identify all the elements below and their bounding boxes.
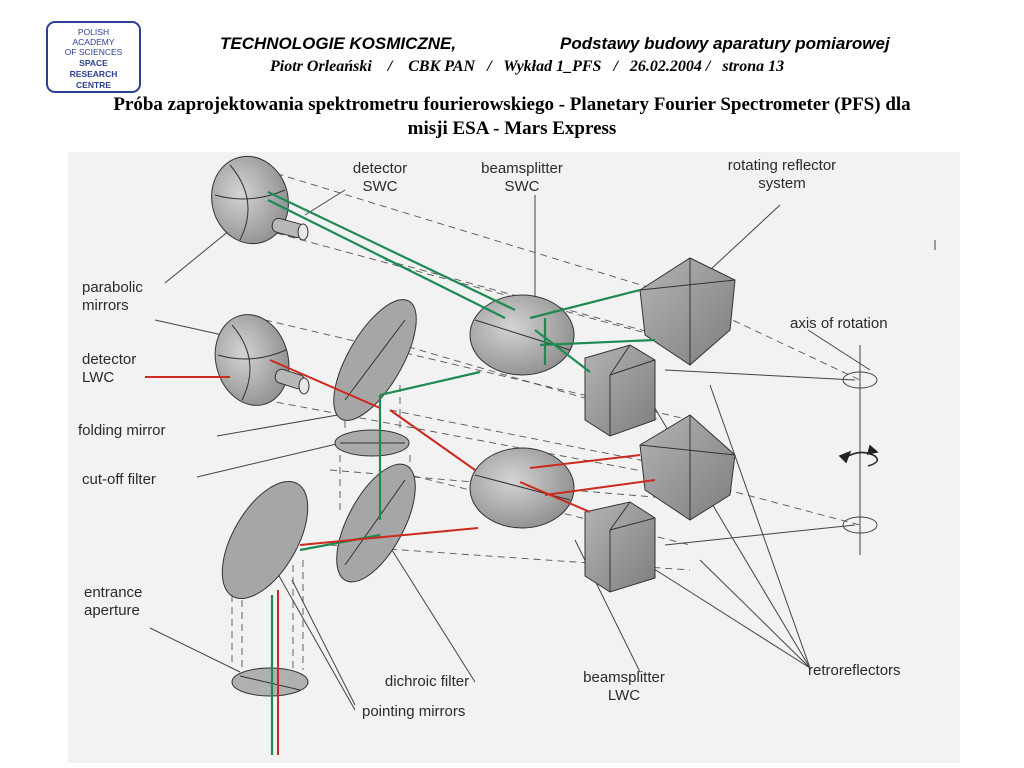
label-parabolic-mirrors-1: parabolic (82, 279, 143, 296)
entrance-aperture (231, 667, 309, 697)
label-cut-off-filter: cut-off filter (82, 471, 156, 488)
pointing-mirror-large (221, 480, 309, 600)
retroreflector-upper-left (584, 344, 656, 437)
logo-line: CENTRE (76, 80, 111, 90)
dichroic-filter (336, 463, 416, 583)
lwc-beam-path (145, 359, 656, 755)
title-line: misji ESA - Mars Express (407, 118, 617, 139)
beamsplitter-lwc (469, 447, 575, 529)
label-parabolic-mirrors-2: mirrors (82, 297, 129, 314)
construction-lines (231, 169, 861, 670)
diagram-labels: detector SWC beamsplitter SWC rotating r… (78, 157, 901, 720)
logo-line: ACADEMY (72, 37, 115, 47)
beamsplitter-swc (469, 294, 575, 376)
axis-lines (149, 189, 936, 711)
logo-line: SPACE (79, 58, 108, 68)
label-beamsplitter-lwc-1: beamsplitter (583, 669, 665, 686)
logo-line: OF SCIENCES (64, 47, 123, 57)
label-dichroic-filter: dichroic filter (385, 673, 469, 690)
label-detector-swc-2: SWC (363, 178, 398, 195)
label-pointing-mirrors: pointing mirrors (362, 703, 465, 720)
label-beamsplitter-swc-1: beamsplitter (481, 160, 563, 177)
logo-line: RESEARCH (69, 69, 118, 79)
title-line: Próba zaprojektowania spektrometru fouri… (113, 94, 911, 115)
label-detector-lwc-1: detector (82, 351, 136, 368)
lecture-topic: Podstawy budowy aparatury pomiarowej (560, 34, 890, 53)
label-axis-of-rotation: axis of rotation (790, 315, 888, 332)
folding-mirror (333, 299, 417, 421)
parabolic-mirror-swc (211, 155, 289, 245)
page-title: Próba zaprojektowania spektrometru fouri… (20, 93, 1004, 141)
label-detector-swc-1: detector (353, 160, 407, 177)
label-retroreflectors: retroreflectors (808, 662, 901, 679)
label-entrance-aperture-1: entrance (84, 584, 142, 601)
label-folding-mirror: folding mirror (78, 422, 166, 439)
retroreflector-lower-left (584, 501, 656, 593)
label-detector-lwc-2: LWC (82, 369, 114, 386)
parabolic-mirror-lwc (214, 314, 290, 406)
label-entrance-aperture-2: aperture (84, 602, 140, 619)
swc-beam-path (267, 191, 656, 755)
label-beamsplitter-lwc-2: LWC (608, 687, 640, 704)
institution-logo: POLISH ACADEMY OF SCIENCES SPACE RESEARC… (46, 21, 141, 93)
detector-swc (271, 217, 309, 241)
detector-lwc (274, 368, 310, 395)
label-rotating-reflector-2: system (758, 175, 806, 192)
logo-line: POLISH (77, 27, 110, 37)
retroreflector-upper-right (639, 257, 736, 366)
label-beamsplitter-swc-2: SWC (505, 178, 540, 195)
header-subline: Piotr Orleański / CBK PAN / Wykład 1_PFS… (270, 58, 785, 75)
label-rotating-reflector-1: rotating reflector (728, 157, 836, 174)
cut-off-filter (334, 429, 410, 457)
rotation-arrow-icon (838, 444, 879, 467)
course-title: TECHNOLOGIE KOSMICZNE, (220, 34, 457, 53)
header-course: TECHNOLOGIE KOSMICZNE, Podstawy budowy a… (220, 34, 1000, 56)
retroreflector-lower-right (639, 414, 736, 521)
